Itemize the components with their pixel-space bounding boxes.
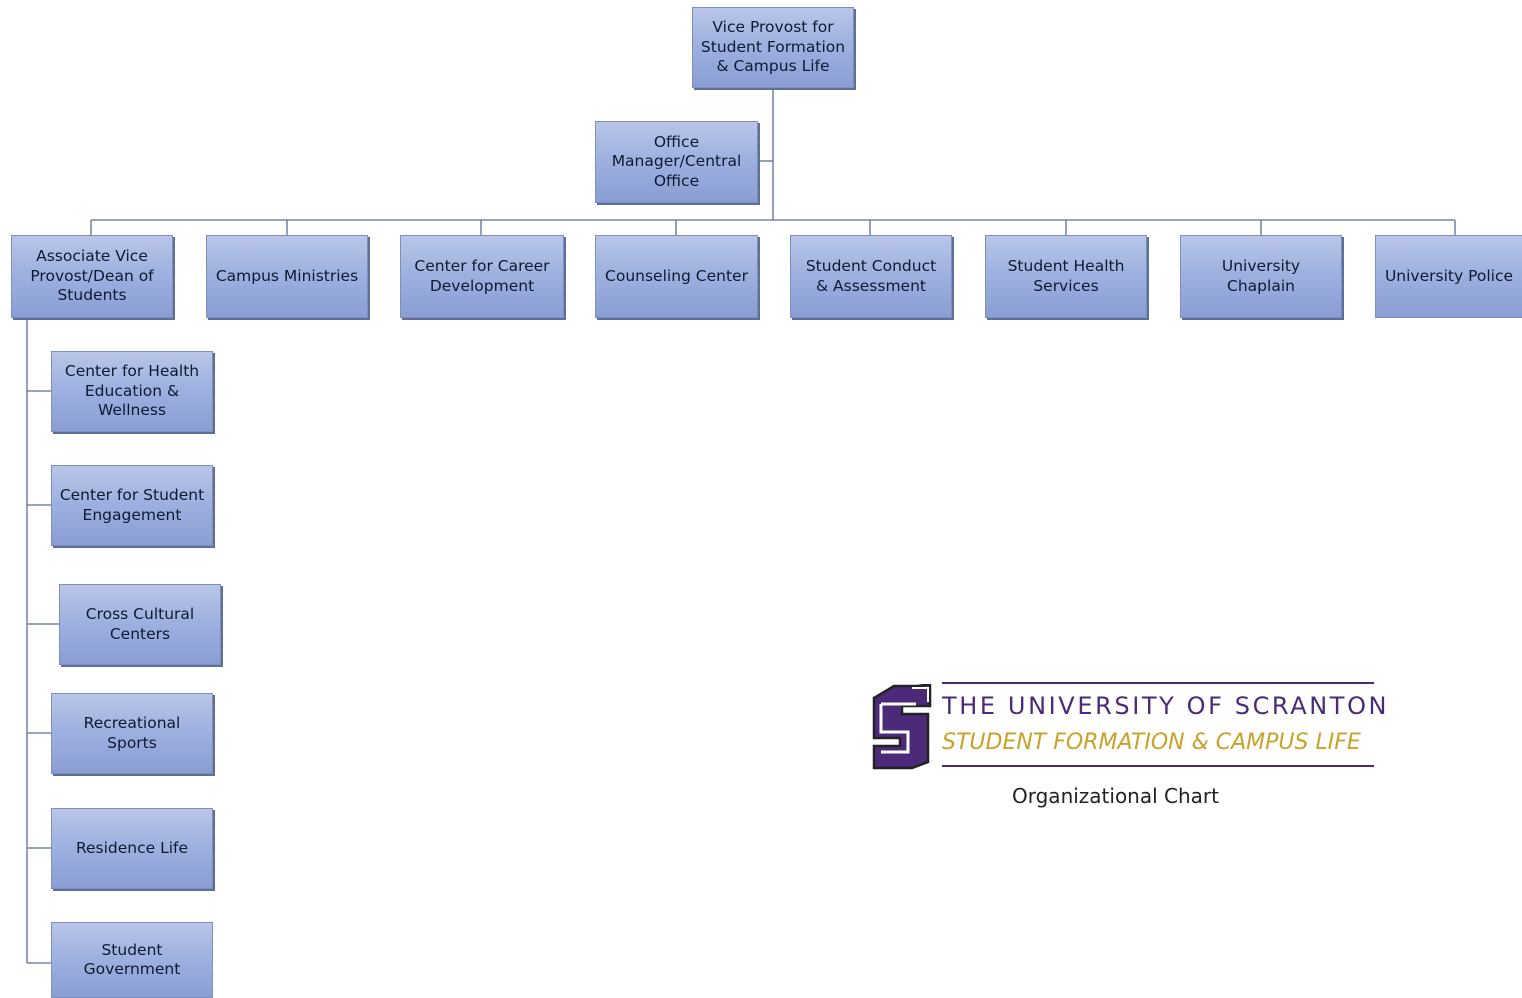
box-vice-provost: Vice Provost for Student Formation & Cam…: [692, 7, 854, 88]
logo-bottom-rule: [942, 765, 1374, 767]
logo-top-rule: [942, 682, 1374, 684]
box-university-chaplain: University Chaplain: [1180, 235, 1342, 318]
box-residence-life: Residence Life: [51, 808, 213, 889]
box-recreational-sports: Recreational Sports: [51, 693, 213, 774]
box-university-police: University Police: [1375, 235, 1522, 318]
scranton-s-logo-icon: [872, 684, 932, 770]
box-campus-ministries: Campus Ministries: [206, 235, 368, 318]
box-student-health: Student Health Services: [985, 235, 1147, 318]
box-office-manager: Office Manager/Central Office: [595, 121, 758, 203]
box-student-government: Student Government: [51, 922, 213, 998]
box-counseling-center: Counseling Center: [595, 235, 758, 318]
box-cross-cultural: Cross Cultural Centers: [59, 584, 221, 665]
chart-caption: Organizational Chart: [1012, 784, 1219, 808]
logo-title: THE UNIVERSITY OF SCRANTON: [942, 692, 1390, 720]
box-associate-vice-provost: Associate Vice Provost/Dean of Students: [11, 235, 173, 318]
box-health-education: Center for Health Education & Wellness: [51, 351, 213, 432]
logo-subtitle: STUDENT FORMATION & CAMPUS LIFE: [942, 730, 1361, 755]
box-student-conduct: Student Conduct & Assessment: [790, 235, 952, 318]
box-career-development: Center for Career Development: [400, 235, 564, 318]
university-logo: THE UNIVERSITY OF SCRANTON STUDENT FORMA…: [872, 682, 1387, 812]
box-student-engagement: Center for Student Engagement: [51, 465, 213, 546]
